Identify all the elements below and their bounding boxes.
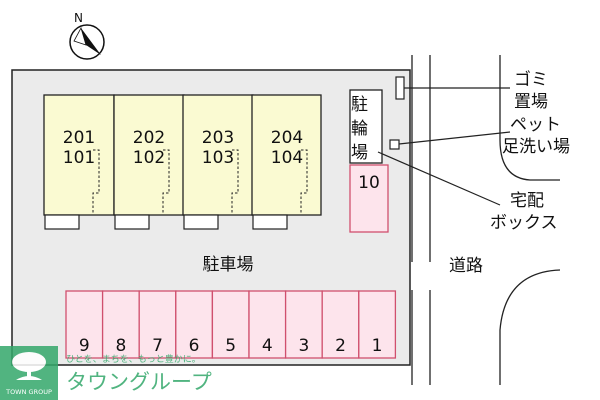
garbage-label-line2: 置場 <box>514 92 548 112</box>
watermark-slogan: ひとを、まちを、もっと豊かに。 <box>66 353 201 365</box>
compass: N <box>69 11 105 60</box>
parking-space-4: 4 <box>248 290 287 359</box>
delivery-label-line1: 宅配 <box>510 191 544 211</box>
parking-space-label: 2 <box>335 336 346 356</box>
unit-upper-number: 204 <box>271 128 303 148</box>
parking-space-label: 8 <box>115 336 126 356</box>
parking-space-1: 1 <box>358 290 397 359</box>
parking-space-5: 5 <box>211 290 250 359</box>
entrance-step <box>183 214 219 230</box>
garbage-label-line1: ゴミ <box>514 69 548 90</box>
bicycle-parking-char-2: 輪 <box>351 119 368 139</box>
parking-space-label: 1 <box>372 336 383 356</box>
unit-lower-number: 102 <box>133 148 165 168</box>
entrance-step <box>44 214 80 230</box>
unit-upper-number: 201 <box>63 128 95 148</box>
parking-space-3: 3 <box>284 290 323 359</box>
tree-logo-icon <box>12 352 46 380</box>
parking-spaces: 9 8 7 6 5 4 3 2 1 <box>65 290 397 359</box>
pet-label-line1: ペット <box>510 115 561 135</box>
bicycle-parking-char-3: 場 <box>351 143 368 163</box>
north-label: N <box>74 11 83 25</box>
parking-space-label: 4 <box>262 336 273 356</box>
entrance-step <box>114 214 150 230</box>
parking-space-label: 9 <box>79 336 90 356</box>
parking-space-6: 6 <box>175 290 214 359</box>
entrance-step <box>252 214 288 230</box>
pet-foot-wash-box <box>389 139 400 150</box>
delivery-label-line2: ボックス <box>490 213 558 233</box>
unit-lower-number: 103 <box>202 148 234 168</box>
parking-space-10: 10 <box>349 164 389 233</box>
town-group-badge-text: TOWN GROUP <box>5 388 52 396</box>
callout-lines <box>377 87 511 206</box>
unit-upper-number: 203 <box>202 128 234 148</box>
bicycle-parking: 駐 輪 場 <box>349 89 383 164</box>
parking-space-label: 5 <box>225 336 236 356</box>
unit-lower-number: 101 <box>63 148 95 168</box>
unit-lower-number: 104 <box>271 148 303 168</box>
watermark-brand: タウングループ <box>66 370 212 394</box>
parking-space-label: 6 <box>189 336 200 356</box>
unit-upper-number: 202 <box>133 128 165 148</box>
pet-label-line2: 足洗い場 <box>502 137 570 157</box>
parking-space-label: 7 <box>152 336 163 356</box>
parking-space-7: 7 <box>138 290 177 359</box>
parking-space-10-label: 10 <box>358 173 380 193</box>
garbage-area-box <box>395 76 405 100</box>
road-lines <box>411 55 561 385</box>
road-label: 道路 <box>449 256 483 276</box>
parking-lot-label: 駐車場 <box>203 255 254 275</box>
bicycle-parking-char-1: 駐 <box>351 95 368 115</box>
parking-space-label: 3 <box>298 336 309 356</box>
town-group-watermark: TOWN GROUP ひとを、まちを、もっと豊かに。 タウングループ <box>0 346 212 400</box>
parking-space-8: 8 <box>101 290 140 359</box>
parking-space-2: 2 <box>321 290 360 359</box>
parking-space-9: 9 <box>65 290 104 359</box>
